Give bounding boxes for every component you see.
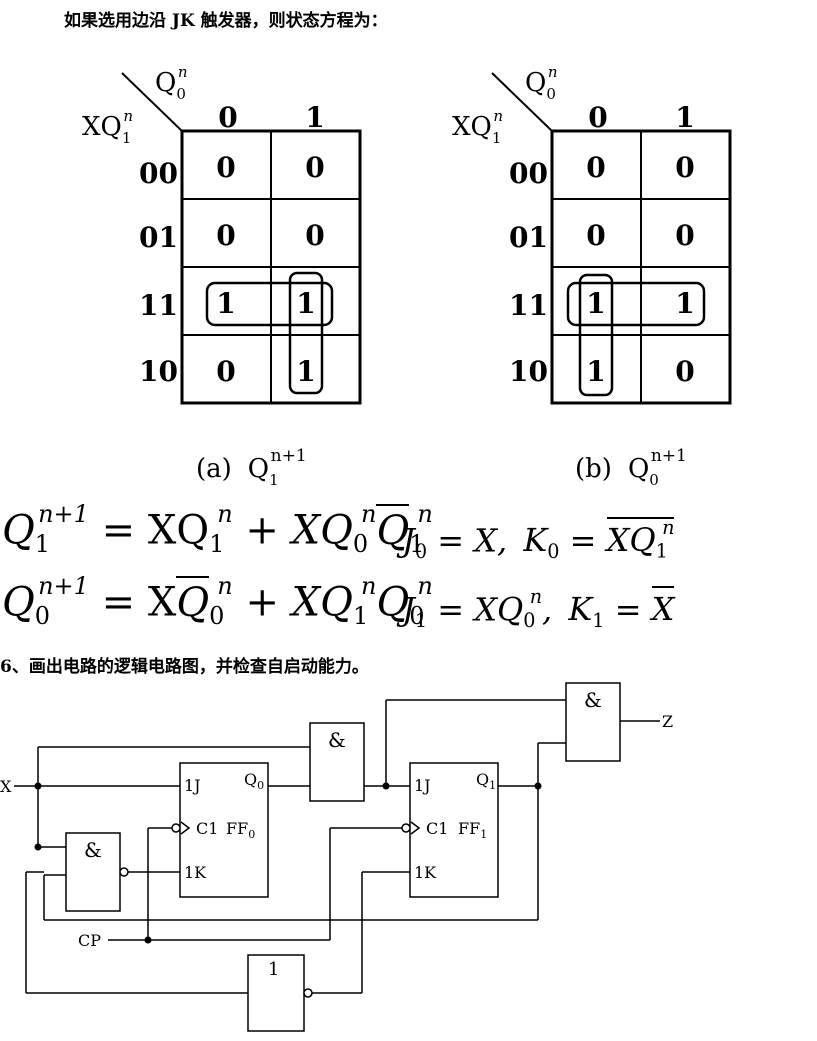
kmap-b-col-1: 1 — [675, 101, 694, 134]
logic-circuit: 1J C1 FF0 1K Q0 1J C1 FF1 1K Q1 & & & 1 … — [0, 682, 673, 1032]
ff0-q-label: Q0 — [244, 770, 264, 792]
ff0-name: FF0 — [226, 819, 255, 841]
kmap-b-corner-left: XQ1n — [452, 107, 503, 147]
kmap-a-cell: 1 — [296, 287, 315, 320]
kmap-b-cell: 1 — [586, 355, 605, 388]
kmap-a-corner-top: Q0n — [155, 63, 188, 103]
equation-jk1: J1 = XQ0n, K1 = X — [402, 585, 675, 632]
ff1-k-label: 1K — [414, 863, 437, 882]
and-gate-middle — [309, 722, 365, 802]
kmap-b-caption: (b)Q0n+1 — [575, 446, 687, 489]
kmap-a-cell: 1 — [216, 287, 235, 320]
not-gate-symbol: 1 — [268, 959, 279, 980]
kmap-b-cell: 0 — [675, 151, 694, 184]
and-gate-output-symbol: & — [584, 688, 602, 712]
equation-jk0: J0 = X, K0 = XQ1n — [402, 516, 675, 563]
and-gate-middle-symbol: & — [328, 728, 346, 752]
kmap-a-cell: 0 — [216, 151, 235, 184]
kmap-b-cell: 0 — [675, 219, 694, 252]
ff0-c-label: C1 — [196, 819, 218, 838]
ff1-clock-bubble — [401, 823, 411, 833]
kmap-b-col-0: 0 — [588, 101, 607, 134]
kmap-b-cell: 1 — [675, 287, 694, 320]
input-x-label: X — [0, 777, 12, 796]
equation-q0: Q0n+1 = XQ0n + XQ1nQ0n — [2, 572, 433, 630]
flip-flop-ff0 — [179, 762, 269, 898]
kmap-b: Q0n XQ1n 0 1 00 01 11 10 0 0 0 0 1 1 1 0… — [452, 63, 732, 489]
ff0-clock-bubble — [171, 823, 181, 833]
kmap-a-cell: 0 — [216, 219, 235, 252]
ff1-c-label: C1 — [426, 819, 448, 838]
kmap-a: Q0n XQ1n 0 1 00 01 11 10 0 0 0 0 1 1 0 1… — [82, 63, 362, 489]
kmap-a-col-1: 1 — [305, 101, 324, 134]
kmap-b-row-00: 00 — [509, 157, 548, 190]
kmap-a-cell: 1 — [296, 355, 315, 388]
input-cp-label: CP — [78, 931, 101, 950]
kmap-a-cell: 0 — [216, 355, 235, 388]
kmap-b-corner-top: Q0n — [525, 63, 558, 103]
and-gate-output — [565, 682, 621, 762]
nand-output-bubble — [119, 867, 129, 877]
kmap-a-cell: 0 — [305, 219, 324, 252]
ff0-k-label: 1K — [184, 863, 207, 882]
kmap-a-row-10: 10 — [139, 355, 178, 388]
kmap-b-group-row — [566, 281, 706, 327]
kmap-a-corner-left: XQ1n — [82, 107, 133, 147]
kmap-b-row-10: 10 — [509, 355, 548, 388]
kmap-b-row-01: 01 — [509, 221, 548, 254]
section-title-jk: 如果选用边沿 JK 触发器，则状态方程为： — [64, 11, 388, 31]
kmap-a-group-row — [205, 281, 334, 327]
ff1-j-label: 1J — [414, 776, 431, 795]
nand-gate-symbol: & — [84, 838, 102, 862]
kmap-b-cell: 0 — [675, 355, 694, 388]
kmap-a-row-00: 00 — [139, 157, 178, 190]
kmap-b-cell: 0 — [586, 219, 605, 252]
not-gate — [247, 954, 305, 1032]
flip-flop-ff1 — [409, 762, 499, 898]
output-z-label: Z — [662, 712, 673, 731]
kmap-b-row-11: 11 — [509, 289, 548, 322]
ff1-q-label: Q1 — [476, 770, 496, 792]
kmap-a-row-01: 01 — [139, 221, 178, 254]
section-title-6: 6、画出电路的逻辑电路图，并检查自启动能力。 — [0, 657, 369, 677]
ff1-clock-triangle — [410, 821, 421, 835]
ff0-clock-triangle — [180, 821, 191, 835]
kmap-b-cell: 1 — [586, 287, 605, 320]
kmap-a-row-11: 11 — [139, 289, 178, 322]
equation-q1: Q1n+1 = XQ1n + XQ0nQ1n — [2, 500, 433, 558]
kmap-a-group-col — [288, 271, 324, 395]
ff1-name: FF1 — [458, 819, 487, 841]
not-output-bubble — [303, 988, 313, 998]
kmap-b-group-col — [578, 273, 614, 397]
kmap-a-caption: (a)Q1n+1 — [196, 446, 307, 489]
ff0-j-label: 1J — [184, 776, 201, 795]
kmap-a-col-0: 0 — [218, 101, 237, 134]
kmap-b-cell: 0 — [586, 151, 605, 184]
kmap-a-cell: 0 — [305, 151, 324, 184]
